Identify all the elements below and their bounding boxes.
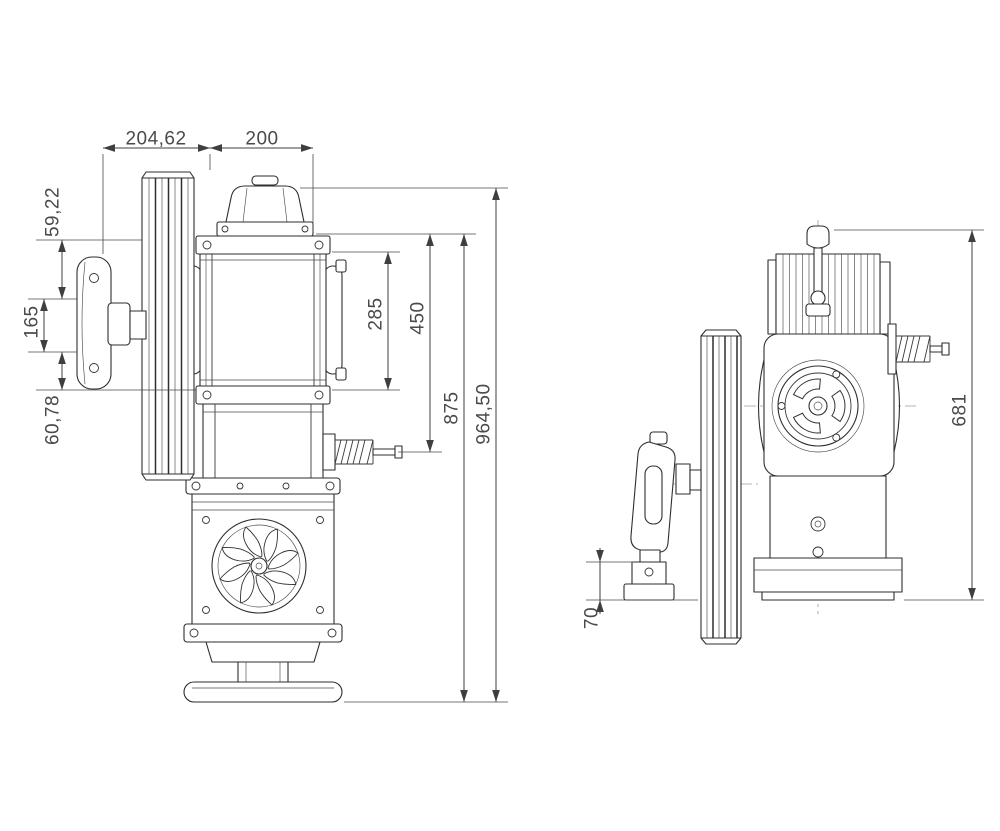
front-dimensions: 204,62 200 59,22 165 60,78 285 450 875 9… <box>22 129 508 703</box>
gearbox-top-flange <box>185 477 341 495</box>
dim-front-left-middle: 165 <box>22 305 43 338</box>
dim-front-mid-outer: 450 <box>408 301 429 334</box>
handwheel-hub <box>107 302 131 346</box>
front-view <box>76 171 403 703</box>
handwheel <box>76 256 147 390</box>
sheave-side <box>700 329 742 645</box>
cooling-fins <box>767 253 891 335</box>
dim-front-left-lower: 60,78 <box>43 395 64 445</box>
mounting-bracket <box>623 431 676 601</box>
handwheel-shaft <box>129 310 147 340</box>
dim-side-overall: 681 <box>950 393 971 426</box>
base <box>183 641 343 703</box>
gearbox-bottom-flange <box>183 623 343 643</box>
pedestal <box>202 403 324 479</box>
motor-body <box>199 253 327 387</box>
motor-housing-side <box>757 333 901 477</box>
dim-front-mid-inner: 285 <box>366 297 387 330</box>
cooling-fan <box>211 518 307 614</box>
dim-front-right-inner: 875 <box>442 391 463 424</box>
side-spring <box>887 323 950 375</box>
dim-front-left-upper: 59,22 <box>43 187 64 237</box>
top-cap <box>216 175 314 237</box>
right-bearing-housing <box>323 265 343 375</box>
bracket-slot <box>644 465 663 525</box>
dim-front-width-b: 200 <box>245 129 278 150</box>
dim-front-width-a: 204,62 <box>125 129 186 150</box>
sheave-hub <box>675 463 702 495</box>
motor <box>178 235 347 405</box>
motor-top-flange <box>195 235 331 255</box>
brake-lever <box>805 225 831 317</box>
motor-bottom-flange <box>195 385 331 405</box>
foot-plate <box>183 681 343 703</box>
side-dimensions: 681 70 <box>582 229 984 629</box>
traction-sheave <box>141 171 195 481</box>
gearbox <box>183 477 343 643</box>
side-view <box>623 220 950 645</box>
dim-front-right-outer: 964,50 <box>474 383 495 444</box>
dim-side-base: 70 <box>582 607 603 629</box>
spring-shaft <box>322 433 403 471</box>
machine-base-side <box>753 475 903 601</box>
